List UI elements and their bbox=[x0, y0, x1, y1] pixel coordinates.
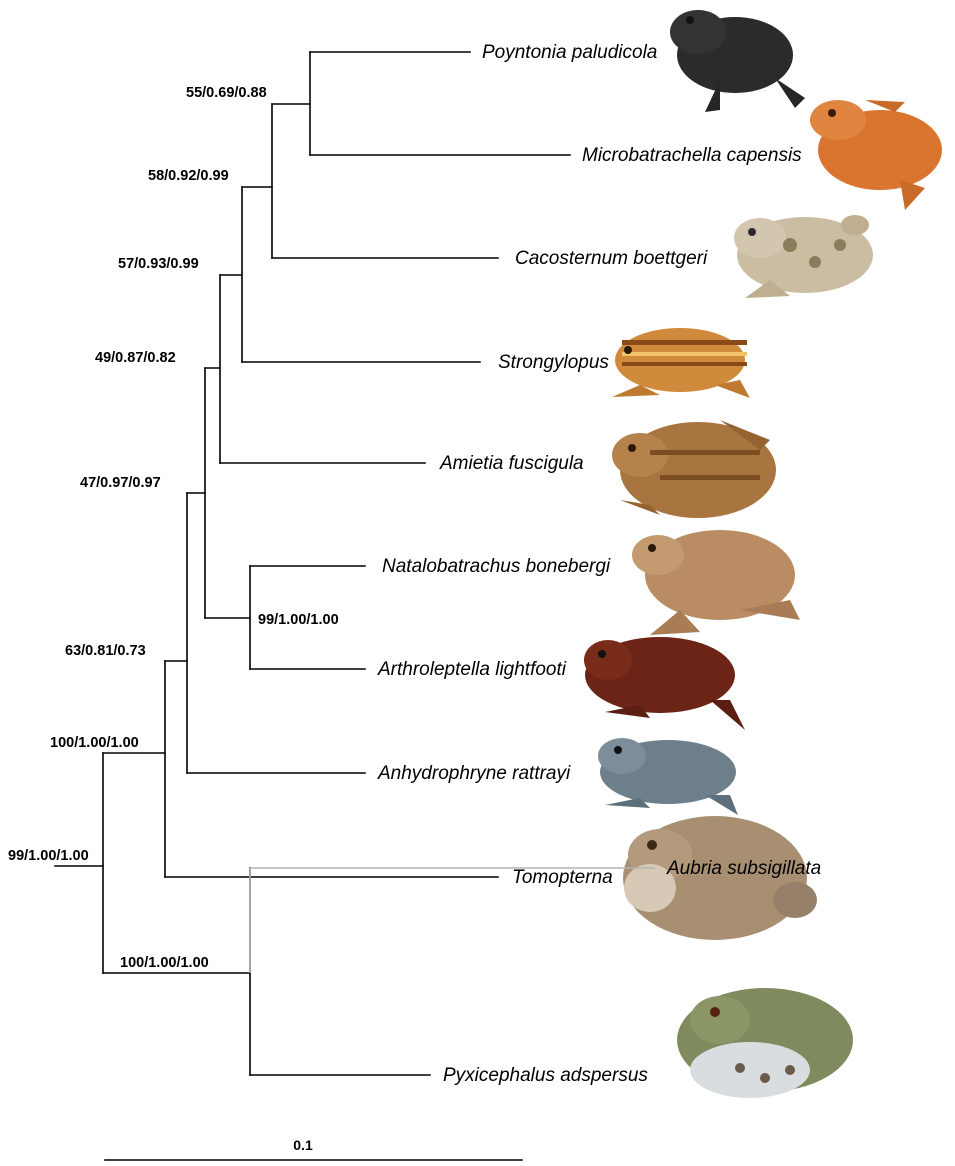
support-node-c: 63/0.81/0.73 bbox=[65, 643, 146, 659]
striped-frog-photo bbox=[612, 328, 750, 398]
tip-arthroleptella: Arthroleptella lightfooti bbox=[377, 659, 567, 680]
support-node-f: 99/1.00/1.00 bbox=[258, 612, 339, 628]
support-node-a: 100/1.00/1.00 bbox=[50, 735, 139, 751]
tip-microbatrachella: Microbatrachella capensis bbox=[582, 145, 802, 166]
support-root: 99/1.00/1.00 bbox=[8, 848, 89, 864]
beige-spotted-frog-photo bbox=[734, 215, 873, 298]
tip-aubria: Aubria subsigillata bbox=[666, 858, 821, 879]
support-node-i: 55/0.69/0.88 bbox=[186, 85, 267, 101]
tip-amietia: Amietia fuscigula bbox=[439, 453, 584, 474]
support-node-e: 49/0.87/0.82 bbox=[95, 350, 176, 366]
tan-frog-photo bbox=[632, 530, 800, 635]
tip-cacosternum: Cacosternum boettgeri bbox=[515, 248, 708, 269]
tip-natalobatrachus: Natalobatrachus bonebergi bbox=[382, 556, 611, 577]
dark-grey-frog-photo bbox=[670, 10, 805, 112]
support-node-b: 100/1.00/1.00 bbox=[120, 955, 209, 971]
scale-bar: 0.1 bbox=[105, 1137, 522, 1160]
orange-frog-photo bbox=[810, 100, 942, 210]
bullfrog-photo bbox=[677, 988, 853, 1098]
support-values: 99/1.00/1.00 100/1.00/1.00 100/1.00/1.00… bbox=[8, 85, 339, 971]
blue-grey-frog-photo bbox=[598, 738, 738, 815]
brown-frog-photo bbox=[612, 420, 776, 518]
tip-pyxicephalus: Pyxicephalus adspersus bbox=[443, 1065, 648, 1086]
red-brown-frog-photo bbox=[584, 637, 745, 730]
support-node-h: 58/0.92/0.99 bbox=[148, 168, 229, 184]
tip-strongylopus: Strongylopus bbox=[498, 352, 609, 373]
tip-tomopterna: Tomopterna bbox=[512, 867, 613, 888]
scale-bar-label: 0.1 bbox=[293, 1137, 313, 1153]
support-node-d: 47/0.97/0.97 bbox=[80, 475, 161, 491]
tip-poyntonia: Poyntonia paludicola bbox=[482, 42, 657, 63]
frog-photos bbox=[584, 10, 942, 1098]
tip-anhydrophryne: Anhydrophryne rattrayi bbox=[377, 763, 571, 784]
support-node-g: 57/0.93/0.99 bbox=[118, 256, 199, 272]
